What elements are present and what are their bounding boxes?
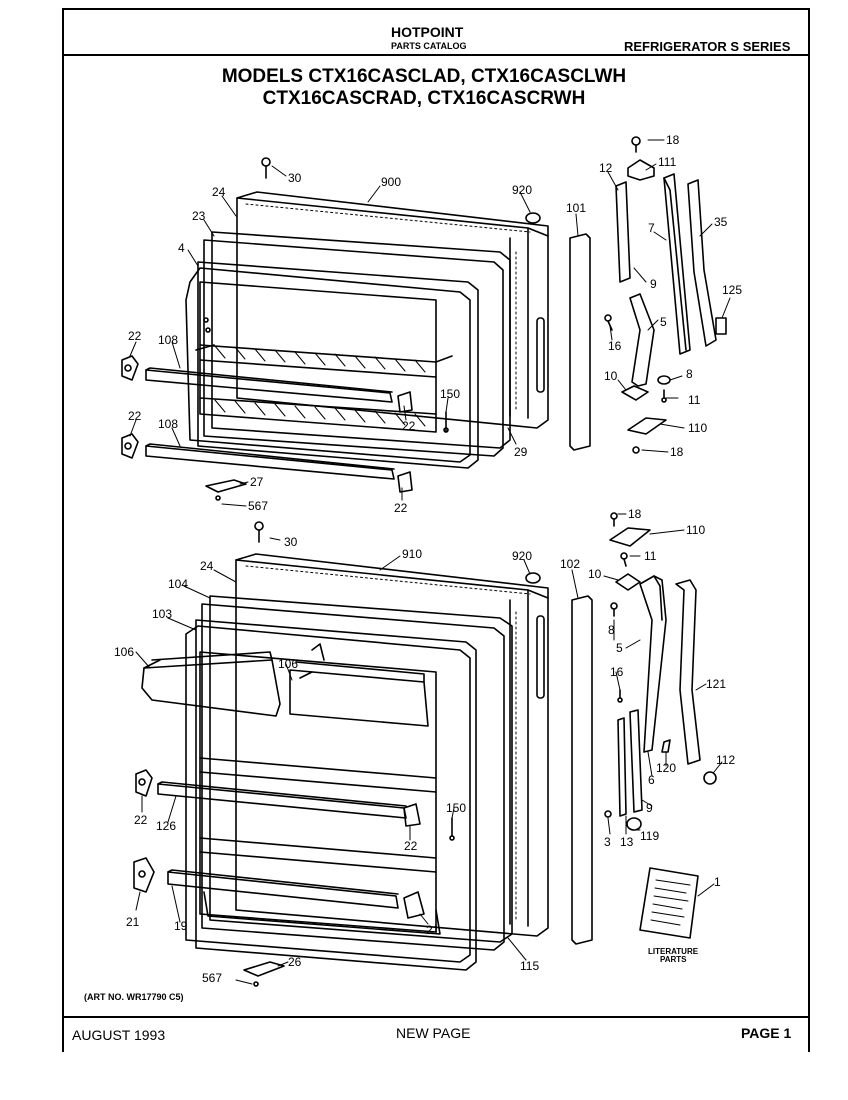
callout-11: 11 [644, 549, 657, 563]
callout-112: 112 [716, 753, 735, 767]
callout-920: 920 [512, 549, 532, 563]
page-frame [62, 8, 810, 1052]
art-number: (ART NO. WR17790 C5) [84, 992, 184, 1002]
callout-16: 16 [610, 665, 624, 679]
callout-900: 900 [381, 175, 401, 189]
callout-104: 104 [168, 577, 188, 591]
callout-22: 22 [404, 839, 418, 853]
callout-106: 106 [278, 657, 298, 671]
callout-labels: 18 111 12 30 900 920 24 23 101 7 35 4 9 … [114, 133, 742, 985]
callout-6: 6 [648, 773, 655, 787]
callout-101: 101 [566, 201, 586, 215]
callout-8: 8 [686, 367, 693, 381]
callout-21: 21 [126, 915, 140, 929]
callout-24: 24 [200, 559, 214, 573]
callout-103: 103 [152, 607, 172, 621]
models-title-line1: MODELS CTX16CASCLAD, CTX16CASCLWH [221, 66, 627, 87]
callout-910: 910 [402, 547, 422, 561]
callout-21: 21 [426, 923, 440, 937]
callout-121: 121 [706, 677, 726, 691]
literature-packet [639, 867, 699, 939]
callout-leaders [129, 139, 731, 985]
callout-920: 920 [512, 183, 532, 197]
callout-8: 8 [608, 623, 615, 637]
callout-19: 19 [174, 919, 188, 933]
callout-10: 10 [588, 567, 602, 581]
callout-150: 150 [440, 387, 460, 401]
callout-9: 9 [646, 801, 653, 815]
callout-3: 3 [604, 835, 611, 849]
brand-name: HOTPOINT [391, 24, 464, 40]
callout-27: 27 [250, 475, 264, 489]
callout-5: 5 [616, 641, 623, 655]
parts-label: PARTS [660, 955, 687, 964]
callout-11: 11 [688, 393, 701, 407]
callout-5: 5 [660, 315, 667, 329]
callout-119: 119 [640, 829, 659, 843]
callout-35: 35 [714, 215, 728, 229]
callout-9: 9 [650, 277, 657, 291]
callout-26: 26 [288, 955, 302, 969]
callout-18: 18 [628, 507, 642, 521]
callout-23: 23 [192, 209, 206, 223]
footer-date: AUGUST 1993 [72, 1027, 166, 1043]
callout-150: 150 [446, 801, 466, 815]
callout-22: 22 [402, 419, 416, 433]
callout-22: 22 [134, 813, 148, 827]
callout-567: 567 [248, 499, 268, 513]
footer-note: NEW PAGE [396, 1025, 471, 1041]
callout-120: 120 [656, 761, 676, 775]
callout-22: 22 [128, 329, 142, 343]
callout-7: 7 [648, 221, 655, 235]
callout-4: 4 [178, 241, 185, 255]
callout-126: 126 [156, 819, 176, 833]
callout-106: 106 [114, 645, 134, 659]
callout-10: 10 [604, 369, 618, 383]
callout-16: 16 [608, 339, 622, 353]
lower-hinge-assembly [604, 512, 717, 831]
callout-30: 30 [284, 535, 298, 549]
callout-567: 567 [202, 971, 222, 985]
callout-30: 30 [288, 171, 302, 185]
callout-102: 102 [560, 557, 580, 571]
callout-18: 18 [666, 133, 680, 147]
callout-24: 24 [212, 185, 226, 199]
callout-110: 110 [686, 523, 705, 537]
catalog-subtitle: PARTS CATALOG [391, 41, 467, 51]
callout-12: 12 [599, 161, 613, 175]
callout-110: 110 [688, 421, 707, 435]
callout-108: 108 [158, 417, 178, 431]
header-rule [62, 54, 808, 56]
models-title-line2: CTX16CASCRAD, CTX16CASCRWH [262, 88, 586, 109]
callout-22: 22 [128, 409, 142, 423]
footer-rule [62, 1016, 808, 1018]
callout-22: 22 [394, 501, 408, 515]
literature-label: LITERATURE [648, 947, 699, 956]
upper-hinge-assembly [604, 136, 727, 454]
callout-18: 18 [670, 445, 684, 459]
callout-115: 115 [520, 959, 539, 973]
callout-1: 1 [714, 875, 721, 889]
callout-13: 13 [620, 835, 634, 849]
series-name: REFRIGERATOR S SERIES [624, 39, 791, 54]
callout-111: 111 [658, 155, 677, 169]
callout-108: 108 [158, 333, 178, 347]
callout-29: 29 [514, 445, 528, 459]
fresh-food-door-assembly [133, 521, 593, 987]
callout-125: 125 [722, 283, 742, 297]
footer-page: PAGE 1 [741, 1025, 792, 1041]
